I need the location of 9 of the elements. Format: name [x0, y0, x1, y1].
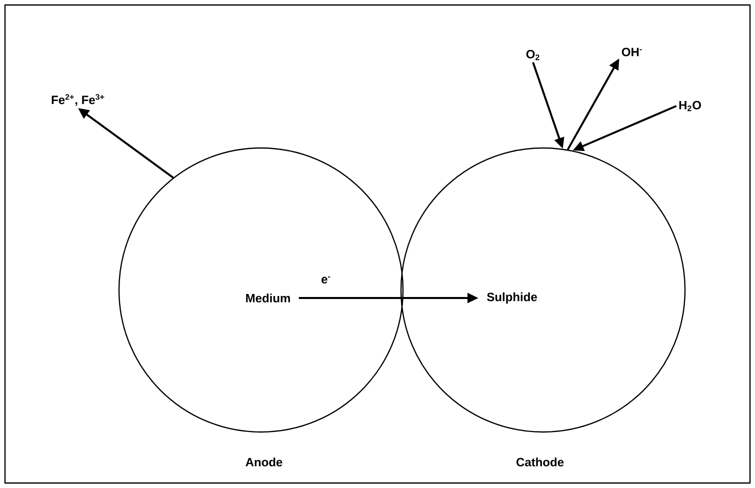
species-label: Medium — [246, 294, 290, 302]
species-label: OH$^{-}$ — [622, 48, 642, 56]
species-label: Fe$^{2+}$, Fe$^{3+}$ — [52, 94, 104, 106]
edge-label: e$^{-}$ — [320, 276, 332, 284]
electrode-label: Anode — [246, 458, 282, 466]
species-label: H$_{2}$O — [679, 100, 701, 112]
species-label: O$_{2}$ — [526, 50, 540, 60]
electrode-label: Cathode — [516, 458, 564, 466]
species-label: Sulphide — [487, 292, 537, 304]
